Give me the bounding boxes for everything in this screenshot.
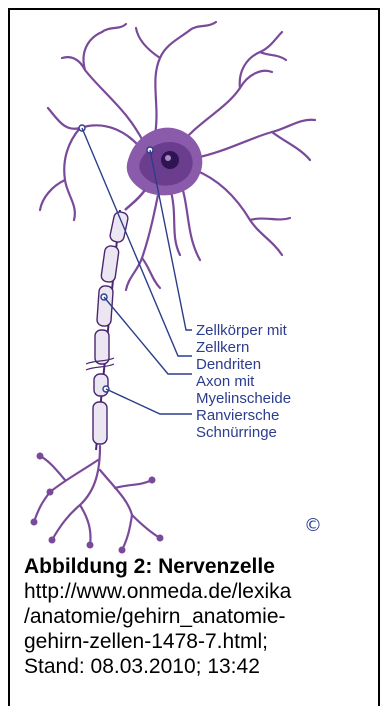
label-axon-line2: Myelinscheide bbox=[196, 390, 291, 407]
myelin-segment bbox=[94, 374, 108, 396]
caption-date-line: Stand: 08.03.2010; 13:42 bbox=[24, 654, 376, 679]
label-cell-body-line1: Zellkörper mit bbox=[196, 322, 288, 339]
axon-hillock bbox=[125, 190, 145, 210]
axon-myelin bbox=[86, 210, 129, 450]
label-axon-line1: Axon mit bbox=[196, 373, 255, 390]
caption-source-line-3: gehirn-zellen-1478-7.html; bbox=[24, 629, 376, 654]
neuron-diagram: Zellkörper mit Zellkern Dendriten Axon m… bbox=[10, 10, 380, 575]
figure-caption: Abbildung 2: Nervenzelle http://www.onme… bbox=[24, 554, 376, 679]
cell-body bbox=[127, 128, 203, 196]
diagram-labels: Zellkörper mit Zellkern Dendriten Axon m… bbox=[196, 322, 291, 441]
label-ranvier-line1: Ranviersche bbox=[196, 407, 279, 424]
copyright-icon: © bbox=[302, 515, 324, 537]
myelin-segment bbox=[95, 330, 109, 364]
caption-source-line-2: /anatomie/gehirn_anatomie- bbox=[24, 604, 376, 629]
axon-terminals bbox=[34, 446, 160, 550]
myelin-segment bbox=[93, 402, 107, 444]
label-cell-body-line2: Zellkern bbox=[196, 339, 249, 356]
synaptic-boutons bbox=[31, 453, 164, 554]
label-dendrites: Dendriten bbox=[196, 356, 261, 373]
caption-title: Abbildung 2: Nervenzelle bbox=[24, 554, 376, 579]
caption-source-line-1: http://www.onmeda.de/lexika bbox=[24, 579, 376, 604]
myelin-segment bbox=[101, 245, 120, 283]
label-ranvier-line2: Schnürringe bbox=[196, 424, 277, 441]
